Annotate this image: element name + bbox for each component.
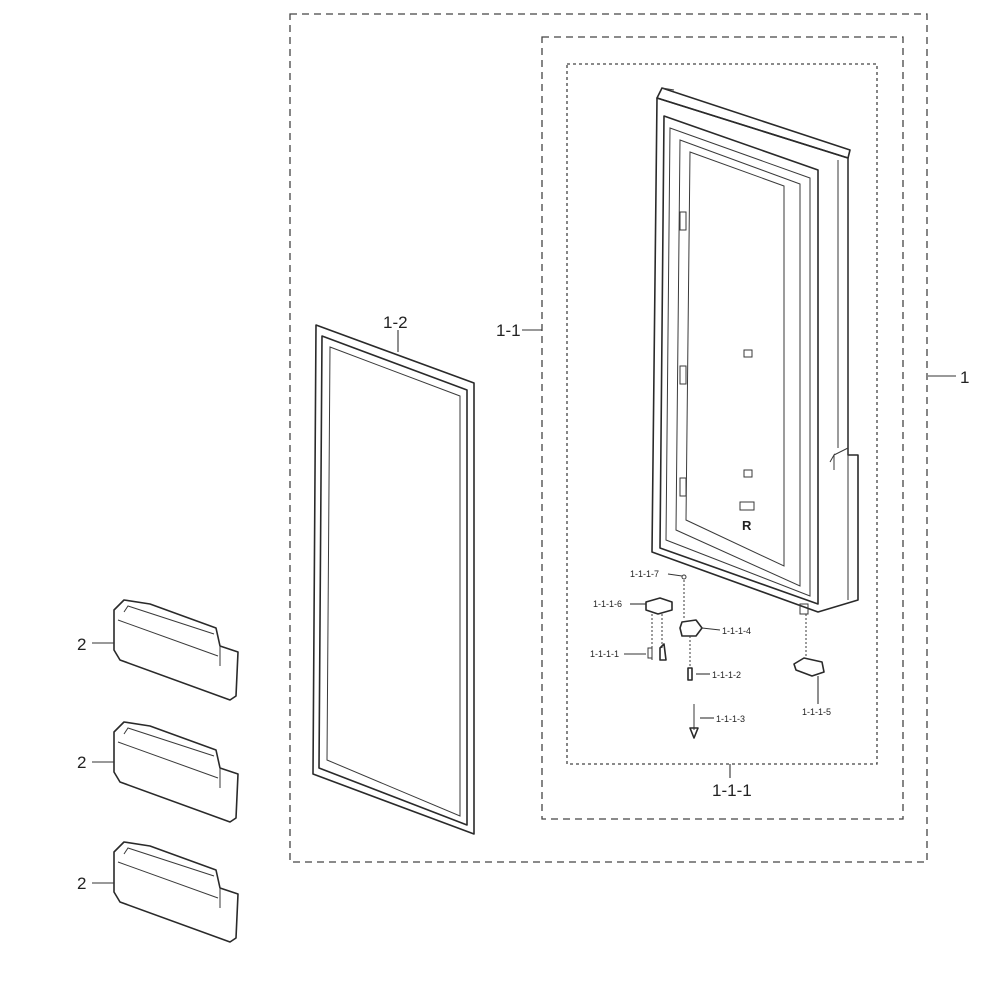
callout-sub-5: 1-1-1-5	[802, 707, 831, 717]
callout-bin-1: 2	[77, 635, 86, 654]
assembly-1-1-1-box	[566, 63, 878, 765]
callout-bin-2: 2	[77, 753, 86, 772]
door-bin-3	[113, 841, 239, 943]
door-marking: R	[742, 518, 752, 533]
door-part: R	[651, 87, 859, 615]
gasket-part	[312, 324, 475, 835]
callout-sub-6: 1-1-1-6	[593, 599, 622, 609]
callout-sub-3: 1-1-1-3	[716, 714, 745, 724]
hinge-parts	[645, 574, 825, 739]
door-bin-2	[113, 721, 239, 823]
assembly-1-1-box	[541, 36, 904, 820]
callout-door-foam: 1-1-1	[712, 781, 752, 800]
callout-sub-4: 1-1-1-4	[722, 626, 751, 636]
callout-sub-7: 1-1-1-7	[630, 569, 659, 579]
callout-gasket: 1-2	[383, 313, 408, 332]
callout-sub-1: 1-1-1-1	[590, 649, 619, 659]
callout-assembly: 1	[960, 368, 969, 387]
assembly-1-box	[289, 13, 928, 863]
callout-sub-2: 1-1-1-2	[712, 670, 741, 680]
callout-door-assy: 1-1	[496, 321, 521, 340]
callout-bin-3: 2	[77, 874, 86, 893]
door-bin-1	[113, 599, 239, 701]
